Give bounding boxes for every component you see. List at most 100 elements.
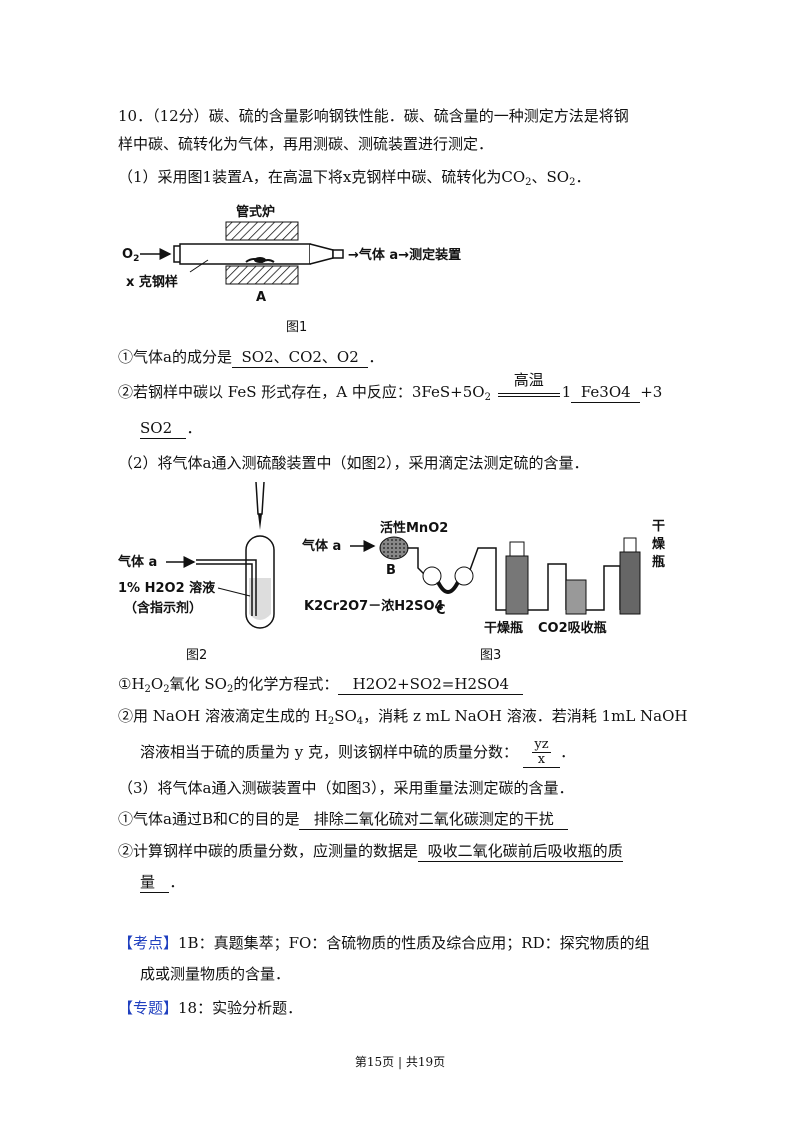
reaction-condition-text: 高温 xyxy=(513,371,544,389)
figure-2-3-diagram: 气体 a 1% H2O2 溶液 （含指示剂） 气体 a 活性MnO2 B K2C… xyxy=(118,481,666,636)
question-points: （12分） xyxy=(152,107,209,125)
fig3-c-label: C xyxy=(436,603,446,618)
fig2-solution xyxy=(249,578,271,620)
part2-q2-end: ． xyxy=(560,743,576,761)
question-line-1: 10．（12分）碳、硫的含量影响钢铁性能．碳、硫含量的一种测定方法是将钢 xyxy=(118,106,629,126)
answer-measurement: 吸收二氧化碳前后吸收瓶的质 xyxy=(427,842,623,860)
fig2-gas-label: 气体 a xyxy=(118,554,157,570)
part1-q2-answer-1: Fe3O4 xyxy=(571,382,641,403)
answer-equation: H2O2+SO2=H2SO4 xyxy=(352,675,510,693)
fig3-reagent-label: K2Cr2O7－浓H2SO4 xyxy=(304,598,444,614)
fig3-b-label: B xyxy=(386,563,396,578)
fig3-device-b xyxy=(379,536,409,560)
answer-purpose: 排除二氧化硫对二氧化碳测定的干扰 xyxy=(313,810,554,828)
zhuanti-text: 18：实验分析题． xyxy=(178,999,303,1017)
fig3-co2-label: CO2吸收瓶 xyxy=(538,620,607,636)
fig3-tube-2 xyxy=(469,547,506,611)
fig3-mno2-label: 活性MnO2 xyxy=(380,520,448,536)
reaction-coef-1: 1 xyxy=(561,383,572,401)
kaodian-tag: 【考点】 xyxy=(118,934,179,952)
part3-q2-end: ． xyxy=(169,873,185,891)
fig3-bulb-2 xyxy=(454,566,474,586)
part1-q1-end: ． xyxy=(368,348,384,366)
fig3-gas-label: 气体 a xyxy=(302,538,341,554)
question-number: 10． xyxy=(118,107,153,125)
page-footer: 第15页 | 共19页 xyxy=(354,1055,446,1069)
part2-q1-h: ①H xyxy=(118,675,145,693)
fig3-dry-label-2c: 瓶 xyxy=(652,554,665,570)
part1-q2-end: ． xyxy=(186,419,202,437)
fig1-furnace-bottom xyxy=(225,265,299,285)
part2-q2-text-d: 溶液相当于硫的质量为 y 克，则该钢样中硫的质量分数： xyxy=(140,743,519,761)
reaction-coef-2: +3 xyxy=(640,383,663,401)
kaodian-line-1: 【考点】1B：真题集萃；FO：含硫物质的性质及综合应用；RD：探究物质的组 xyxy=(118,933,650,953)
question-intro-2: 样中碳、硫转化为气体，再用测碳、测硫装置进行测定． xyxy=(118,135,494,153)
answer-gas-a: SO2、CO2、O2 xyxy=(241,348,359,366)
fig1-tube-neck xyxy=(309,243,334,265)
fig3-dry-label-1: 干燥瓶 xyxy=(484,620,523,636)
part1-q1: ①气体a的成分是 SO2、CO2、O2 ． xyxy=(118,347,383,368)
part1-q1-answer: SO2、CO2、O2 xyxy=(231,347,369,368)
zhuanti-tag: 【专题】 xyxy=(118,999,179,1017)
part2-q1-answer: H2O2+SO2=H2SO4 xyxy=(338,674,524,695)
answer-measurement-cont: 量 xyxy=(140,873,156,891)
part2-q2-line1: ②用 NaOH 溶液滴定生成的 H2SO4，消耗 z mL NaOH 溶液．若消… xyxy=(118,707,688,727)
part2-text: （2）将气体a通入测硫酸装置中（如图2），采用滴定法测定硫的含量． xyxy=(118,454,589,472)
fig1-furnace-top xyxy=(225,221,299,241)
fraction-denominator: x xyxy=(537,752,546,767)
kaodian-text-1: 1B：真题集萃；FO：含硫物质的性质及综合应用；RD：探究物质的组 xyxy=(178,934,650,952)
answer-fe3o4: Fe3O4 xyxy=(580,383,631,401)
fig2-leader xyxy=(217,587,251,597)
part2-q2-text-b: SO xyxy=(334,707,357,725)
part3-q1: ①气体a通过B和C的目的是 排除二氧化硫对二氧化碳测定的干扰 xyxy=(118,809,569,830)
part2-q2-text-c: ，消耗 z mL NaOH 溶液．若消耗 1mL NaOH xyxy=(363,707,688,725)
part1-q1-text: ①气体a的成分是 xyxy=(118,348,232,366)
part2-q1-mid: 氧化 SO xyxy=(169,675,227,693)
part1-q2-cont: SO2 ． xyxy=(140,418,201,439)
zhuanti-line: 【专题】18：实验分析题． xyxy=(118,998,302,1018)
figure-3-caption: 图3 xyxy=(480,648,502,663)
part3-q2-answer-2: 量 xyxy=(140,872,170,893)
fig1-o2-label: O2 xyxy=(122,247,139,264)
part2-q1: ①H2O2氧化 SO2的化学方程式： H2O2+SO2=H2SO4 xyxy=(118,674,524,695)
fig3-dry-label-2a: 干 xyxy=(652,519,665,534)
figure-1-diagram: 管式炉 O2 →气体 a→测定装置 x 克钢样 A xyxy=(122,204,461,305)
fig1-sample xyxy=(254,257,266,263)
part3-q2-cont: 量 ． xyxy=(140,872,184,893)
answer-so2: SO2 xyxy=(140,419,173,437)
part1-q2-answer-2: SO2 xyxy=(140,418,187,439)
fig3-u-tube xyxy=(436,581,460,594)
question-intro-1: 碳、硫的含量影响钢铁性能．碳、硫含量的一种测定方法是将钢 xyxy=(208,107,629,125)
fig2-burette-tip xyxy=(258,514,262,530)
part3-q1-answer: 排除二氧化硫对二氧化碳测定的干扰 xyxy=(299,809,569,830)
fig3-co2-bottle xyxy=(565,579,587,615)
part2-q2-text-a: ②用 NaOH 溶液滴定生成的 H xyxy=(118,707,328,725)
fig3-tube-4 xyxy=(586,565,621,611)
figure-1-caption: 图1 xyxy=(286,320,308,335)
fig3-dry-label-2b: 燥 xyxy=(652,536,666,552)
fig2-burette xyxy=(255,481,265,515)
fig2-solution-label: 1% H2O2 溶液 xyxy=(118,580,215,596)
fig1-leader-line xyxy=(189,259,209,273)
fraction-numerator: yz xyxy=(532,737,551,753)
kaodian-text-2: 成或测量物质的含量． xyxy=(140,965,291,983)
fig2-inlet-tube xyxy=(196,559,257,616)
fig1-tube xyxy=(179,243,311,265)
part1-end: ． xyxy=(575,168,591,186)
fig1-tube-outlet xyxy=(332,249,344,259)
part1-text: （1）采用图1装置A，在高温下将x克钢样中碳、硫转化为CO2、SO2． xyxy=(118,168,591,188)
part1-main: （1）采用图1装置A，在高温下将x克钢样中碳、硫转化为CO xyxy=(118,168,526,186)
figure-2-caption: 图2 xyxy=(186,648,208,663)
fig3-bulb-1 xyxy=(422,566,442,586)
part3-q2-text: ②计算钢样中碳的质量分数，应测量的数据是 xyxy=(118,842,419,860)
part3-text: （3）将气体a通入测碳装置中（如图3），采用重量法测定碳的含量． xyxy=(118,779,574,797)
part3-q1-text: ①气体a通过B和C的目的是 xyxy=(118,810,300,828)
fig1-sample-label: x 克钢样 xyxy=(126,274,178,290)
part1-q2-text: ②若钢样中碳以 FeS 形式存在，A 中反应：3FeS+5O xyxy=(118,383,485,401)
fig1-gas-flow-label: →气体 a→测定装置 xyxy=(348,247,461,263)
part1-q2: ②若钢样中碳以 FeS 形式存在，A 中反应：3FeS+5O2 高温 1 Fe3… xyxy=(118,371,663,403)
fig1-device-a-label: A xyxy=(256,290,266,305)
fig1-furnace-label: 管式炉 xyxy=(236,204,275,220)
